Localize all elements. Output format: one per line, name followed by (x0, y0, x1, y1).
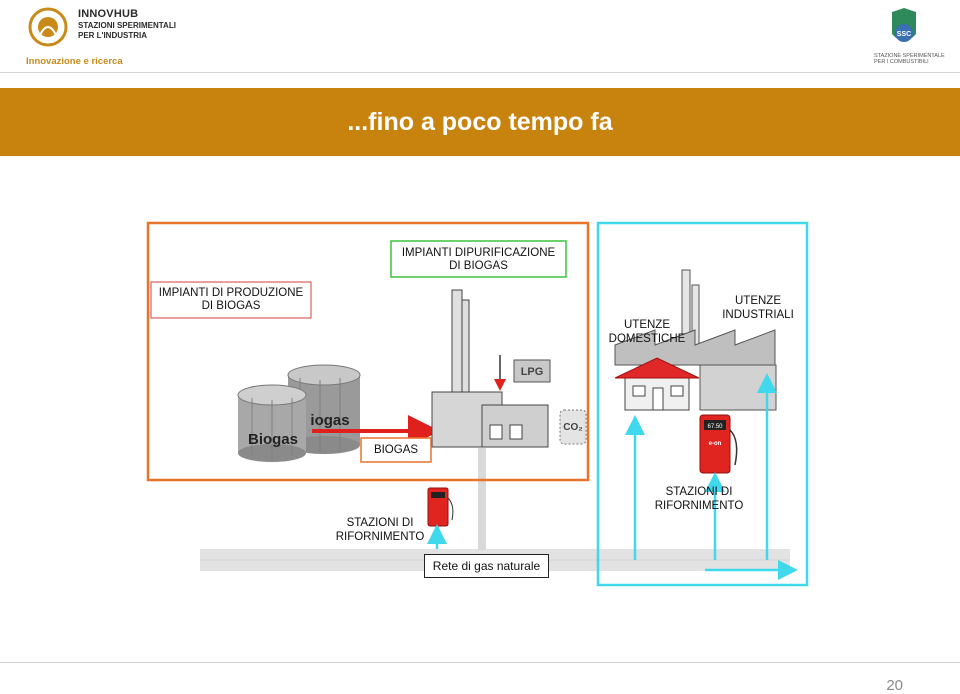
production-label-box (150, 281, 312, 319)
innovhub-emblem-icon (28, 7, 68, 47)
domestic-house (614, 357, 700, 411)
fuel-pump-right: 67.50 e-on (699, 414, 738, 474)
tank-back-text: iogas (310, 412, 349, 429)
domestic-label-line2: DOMESTICHE (608, 333, 686, 345)
domestic-label-line1: UTENZE (624, 319, 670, 331)
innovhub-logo (24, 5, 204, 69)
brand-title: INNOVHUB (78, 8, 139, 20)
ssc-logo-line1: STAZIONE SPERIMENTALE (874, 53, 945, 59)
station-right-line2: RIFORNIMENTO (654, 500, 744, 512)
utilities-frame (596, 221, 809, 587)
pump-display-text: 67.50 (707, 424, 723, 430)
purification-label-line1: IMPIANTI DIPURIFICAZIONE (401, 247, 556, 259)
station-right-line1: STAZIONI DI (665, 486, 733, 498)
header-divider (0, 72, 960, 73)
station-left-line2: RIFORNIMENTO (335, 531, 425, 543)
pump-brand-text: e-on (709, 441, 722, 447)
gas-network-label: Rete di gas naturale (424, 554, 549, 578)
production-label-line2: DI BIOGAS (201, 300, 261, 312)
page-number: 20 (886, 677, 903, 694)
biogas-label: BIOGAS (373, 444, 419, 456)
purification-plant: LPG CO₂ (431, 289, 587, 448)
brand-tagline: Innovazione e ricerca (26, 56, 123, 67)
ssc-logo: SSC STAZIONE SPERIMENTALE PER I COMBUSTI… (868, 8, 945, 66)
industrial-label-line2: INDUSTRIALI (722, 309, 794, 321)
biogas-tank-front: Biogas (237, 384, 307, 462)
co2-text: CO₂ (563, 422, 582, 433)
brand-subtitle-2: PER L'INDUSTRIA (78, 31, 148, 40)
fuel-pump-left (427, 487, 454, 527)
purification-label-box (390, 240, 567, 278)
plant-feed-pipe (478, 448, 486, 550)
brand-subtitle: STAZIONI SPERIMENTALI (78, 21, 176, 30)
purification-label-line2: DI BIOGAS (449, 260, 508, 272)
title-banner: ...fino a poco tempo fa (0, 88, 960, 156)
biogas-label-box (360, 437, 432, 463)
ssc-logo-line2: PER I COMBUSTIBILI (874, 59, 929, 65)
ssc-mark-text: SSC (897, 31, 911, 38)
footer-divider (0, 662, 960, 663)
production-frame (146, 221, 590, 482)
slide-title: ...fino a poco tempo fa (347, 108, 613, 136)
biogas-tank-back: iogas (287, 364, 361, 454)
ssc-emblem-icon: SSC (892, 8, 916, 42)
industrial-label-line1: UTENZE (735, 295, 781, 307)
lpg-text: LPG (521, 366, 544, 378)
production-label-line1: IMPIANTI DI PRODUZIONE (158, 287, 304, 299)
station-left-line1: STAZIONI DI (346, 517, 414, 529)
tank-front-text: Biogas (248, 431, 298, 448)
